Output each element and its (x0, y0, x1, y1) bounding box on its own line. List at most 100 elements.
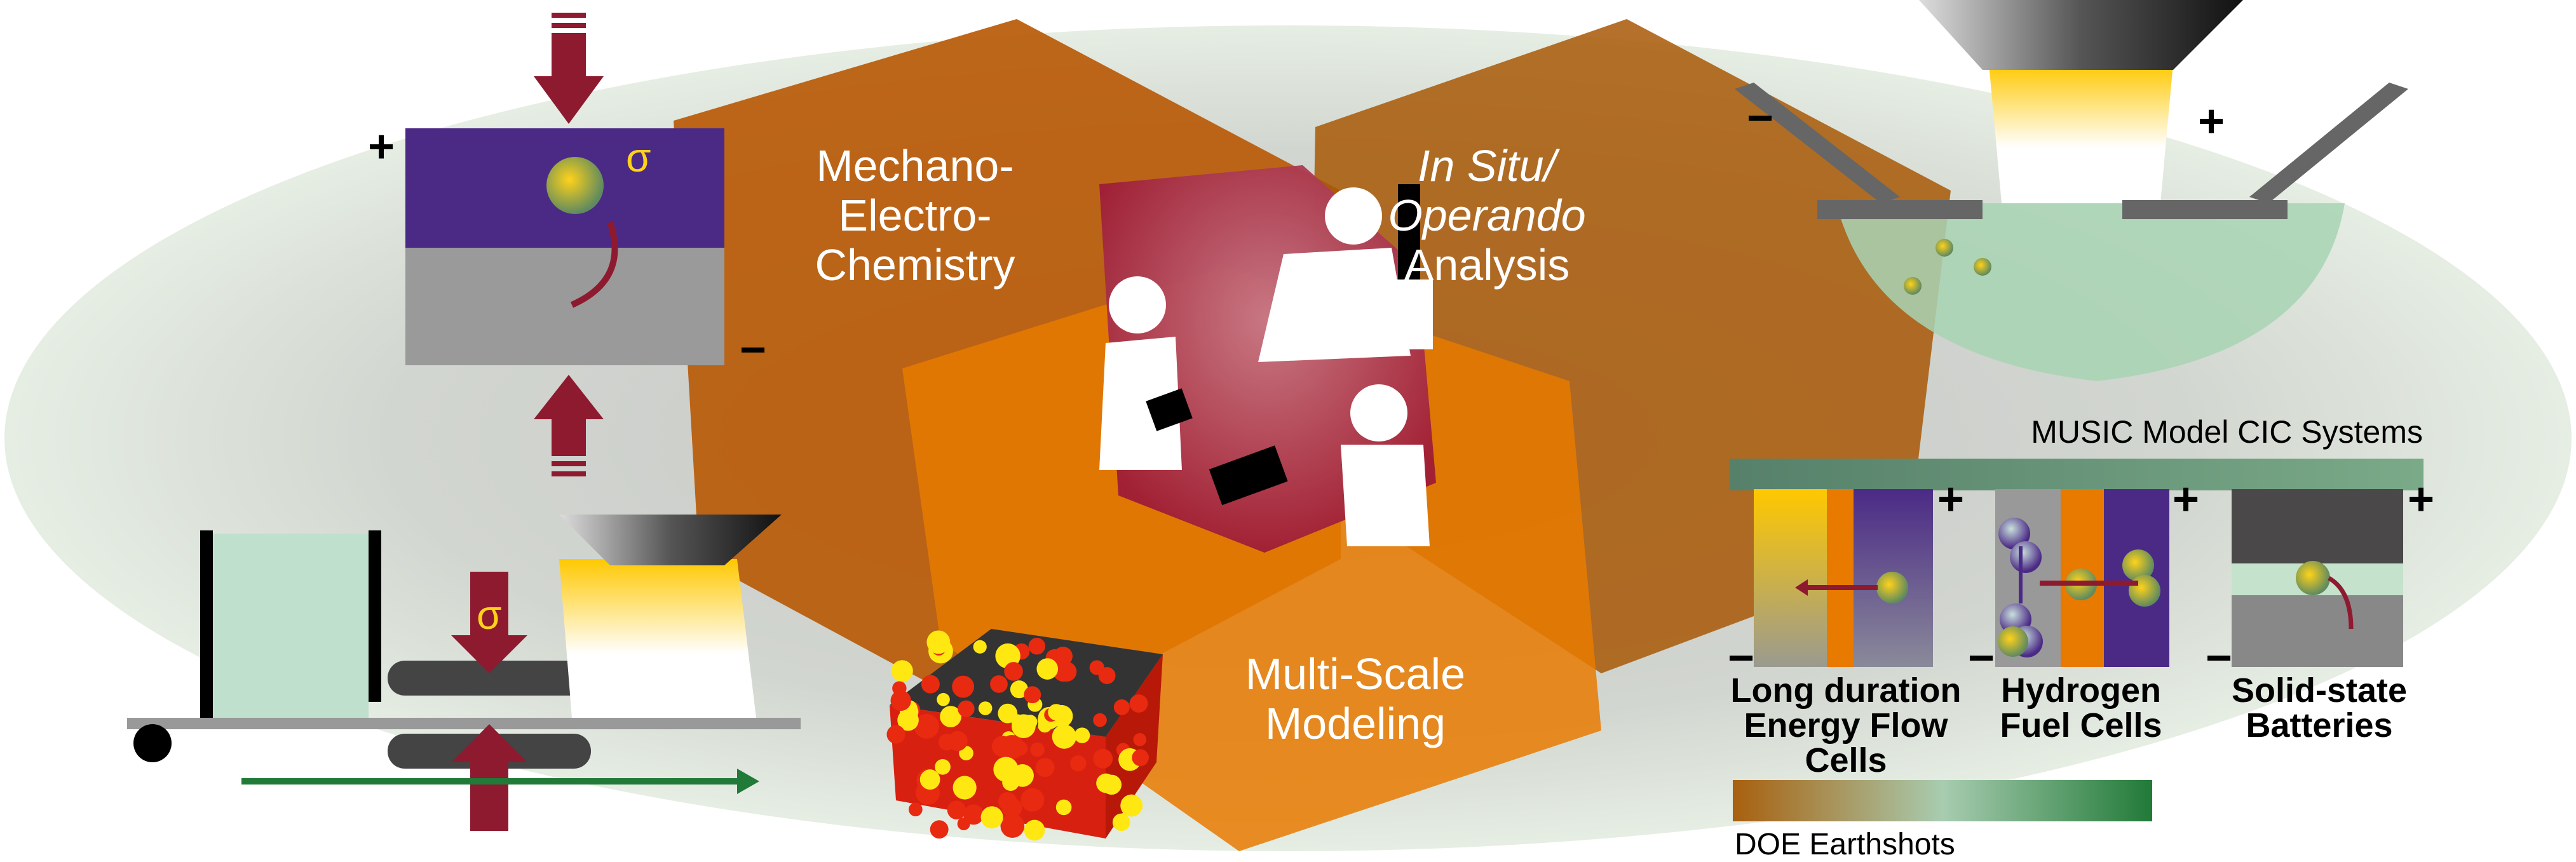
particle (952, 675, 975, 698)
particle (993, 757, 1019, 782)
particle (1000, 814, 1025, 838)
particle (1048, 704, 1065, 721)
insitu-line-1: In Situ/ (1418, 141, 1560, 191)
fuel-plus: + (2173, 474, 2199, 525)
mechano-line-1: Mechano- (816, 141, 1013, 191)
particle (1012, 714, 1036, 739)
particle (935, 758, 951, 775)
flow-label-3: Cells (1805, 741, 1887, 779)
particle (1030, 742, 1045, 757)
particle (919, 769, 940, 790)
particle (1070, 755, 1087, 772)
particle (937, 692, 950, 706)
arrow-up-icon (534, 375, 604, 476)
flow-plus: + (1937, 474, 1964, 525)
particle (998, 703, 1018, 724)
particle (1098, 667, 1116, 684)
roll-press-illustration: σ (127, 515, 801, 831)
particle (1004, 662, 1023, 681)
flow-minus: − (1728, 633, 1754, 684)
battery-minus: − (2206, 633, 2232, 684)
in-situ-setup-illustration: − + (1735, 0, 2408, 381)
particle (1024, 819, 1045, 841)
particle (1129, 694, 1148, 713)
particle (909, 802, 923, 817)
particle (1055, 799, 1072, 816)
particle (1133, 732, 1147, 746)
sigma-label: σ (626, 135, 651, 180)
particle (1000, 735, 1024, 760)
particle (1093, 748, 1113, 769)
minus-sign: − (740, 325, 766, 375)
music-panel: MUSIC Model CIC Systems + − Long duratio… (1728, 414, 2434, 861)
particle (1035, 758, 1055, 778)
particle (1020, 788, 1045, 812)
particle (1010, 680, 1028, 699)
mechano-label: Mechano- Electro- Chemistry (815, 141, 1015, 290)
arrow-down-icon (534, 13, 604, 124)
particle (958, 700, 975, 718)
minus-sign-probe: − (1747, 93, 1773, 144)
stress-panel: σ + − (368, 13, 766, 476)
particle (1001, 797, 1020, 816)
particle (952, 776, 977, 800)
particle (1028, 637, 1046, 655)
particle (1036, 658, 1059, 680)
particle (973, 640, 987, 654)
particle (980, 806, 1003, 829)
particle (914, 713, 939, 739)
flow-label-2: Energy Flow (1744, 706, 1948, 744)
solid-state-battery: + − Solid-state Batteries (2206, 474, 2434, 744)
earthshots-gradient-bar (1733, 780, 2152, 821)
plus-sign-probe: + (2198, 96, 2225, 147)
sigma-press-label: σ (477, 592, 502, 638)
multiscale-label: Multi-Scale Modeling (1245, 649, 1465, 748)
particle (990, 675, 1008, 693)
battery-plus: + (2408, 474, 2434, 525)
fuel-minus: − (1968, 633, 1995, 684)
multiscale-line-2: Modeling (1265, 699, 1446, 748)
battery-label-1: Solid-state (2232, 671, 2407, 710)
particle (1101, 774, 1122, 795)
particle (1024, 686, 1041, 704)
insitu-label: In Situ/ Operando Analysis (1388, 141, 1585, 290)
particle (1074, 727, 1090, 743)
particle (947, 800, 966, 819)
insitu-line-2: Operando (1388, 191, 1585, 240)
particle-simulation-cube (886, 629, 1163, 841)
fuel-cell: + − Hydrogen Fuel Cells (1968, 474, 2199, 744)
scientists-illustration (1099, 184, 1433, 546)
particle (1120, 794, 1143, 817)
particle (926, 630, 951, 654)
particle (978, 701, 993, 715)
particle (1113, 699, 1130, 715)
particle (963, 804, 984, 825)
particle (890, 690, 911, 711)
insitu-line-3: Analysis (1404, 240, 1570, 290)
particle (930, 820, 949, 839)
ion-ball (546, 157, 604, 214)
particle (886, 725, 905, 744)
particle (921, 675, 940, 694)
mechano-line-2: Electro- (838, 191, 991, 240)
multiscale-line-1: Multi-Scale (1245, 649, 1465, 699)
particle (940, 706, 961, 727)
battery-label-2: Batteries (2246, 706, 2392, 744)
earthshots-label: DOE Earthshots (1735, 828, 1955, 861)
music-title: MUSIC Model CIC Systems (2031, 414, 2423, 450)
plus-sign: + (368, 121, 395, 172)
fuel-label-1: Hydrogen (2001, 671, 2161, 710)
particle (891, 660, 913, 682)
particle (1052, 724, 1076, 749)
mechano-line-3: Chemistry (815, 240, 1015, 290)
particle (1093, 713, 1107, 727)
arrow-right-icon (737, 769, 759, 794)
particle (1038, 718, 1052, 733)
particle (1112, 813, 1130, 832)
particle (892, 681, 907, 696)
flow-cell: + − Long duration Energy Flow Cells (1728, 474, 1964, 779)
particle (947, 731, 968, 751)
fuel-label-2: Fuel Cells (2000, 706, 2162, 744)
